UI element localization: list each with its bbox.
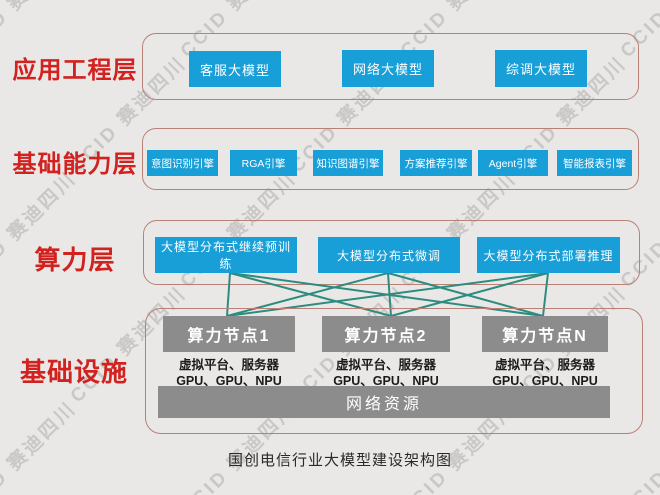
application-layer-container [142, 33, 639, 100]
engine-box-knowledge-graph: 知识图谱引擎 [313, 150, 383, 176]
compute-node-1-spec: 虚拟平台、服务器 GPU、GPU、NPU [158, 357, 300, 389]
node-spec-line: GPU、GPU、NPU [333, 374, 439, 388]
network-resources-bar: 网络资源 [158, 386, 610, 418]
compute-box-inference: 大模型分布式部署推理 [477, 237, 620, 273]
node-spec-line: 虚拟平台、服务器 [178, 358, 279, 372]
compute-node-n-spec: 虚拟平台、服务器 GPU、GPU、NPU [474, 357, 616, 389]
model-box-coordination: 综调大模型 [495, 50, 587, 87]
node-spec-line: GPU、GPU、NPU [492, 374, 598, 388]
layer-label-compute: 算力层 [34, 246, 116, 275]
capability-layer-container [142, 128, 639, 190]
engine-box-smart-report: 智能报表引擎 [557, 150, 632, 176]
node-spec-line: 虚拟平台、服务器 [494, 358, 595, 372]
layer-label-application: 应用工程层 [12, 58, 138, 84]
watermark-text: CCID 赛迪四川 [0, 397, 81, 495]
compute-node-n: 算力节点N [482, 316, 608, 352]
engine-box-intent: 意图识别引擎 [147, 150, 218, 176]
engine-box-rga: RGA引擎 [230, 150, 297, 176]
compute-node-2: 算力节点2 [322, 316, 450, 352]
engine-box-recommendation: 方案推荐引擎 [400, 150, 472, 176]
diagram-caption: 国创电信行业大模型建设架构图 [227, 453, 452, 469]
compute-node-2-spec: 虚拟平台、服务器 GPU、GPU、NPU [315, 357, 457, 389]
node-spec-line: GPU、GPU、NPU [176, 374, 282, 388]
compute-box-finetune: 大模型分布式微调 [318, 237, 460, 273]
layer-label-infrastructure: 基础设施 [19, 358, 128, 387]
model-box-customer-service: 客服大模型 [189, 51, 281, 87]
model-box-network: 网络大模型 [342, 50, 434, 87]
engine-box-agent: Agent引擎 [478, 150, 548, 176]
compute-box-pretrain: 大模型分布式继续预训练 [155, 237, 297, 273]
node-spec-line: 虚拟平台、服务器 [335, 358, 436, 372]
compute-node-1: 算力节点1 [163, 316, 295, 352]
layer-label-capability: 基础能力层 [12, 152, 138, 178]
